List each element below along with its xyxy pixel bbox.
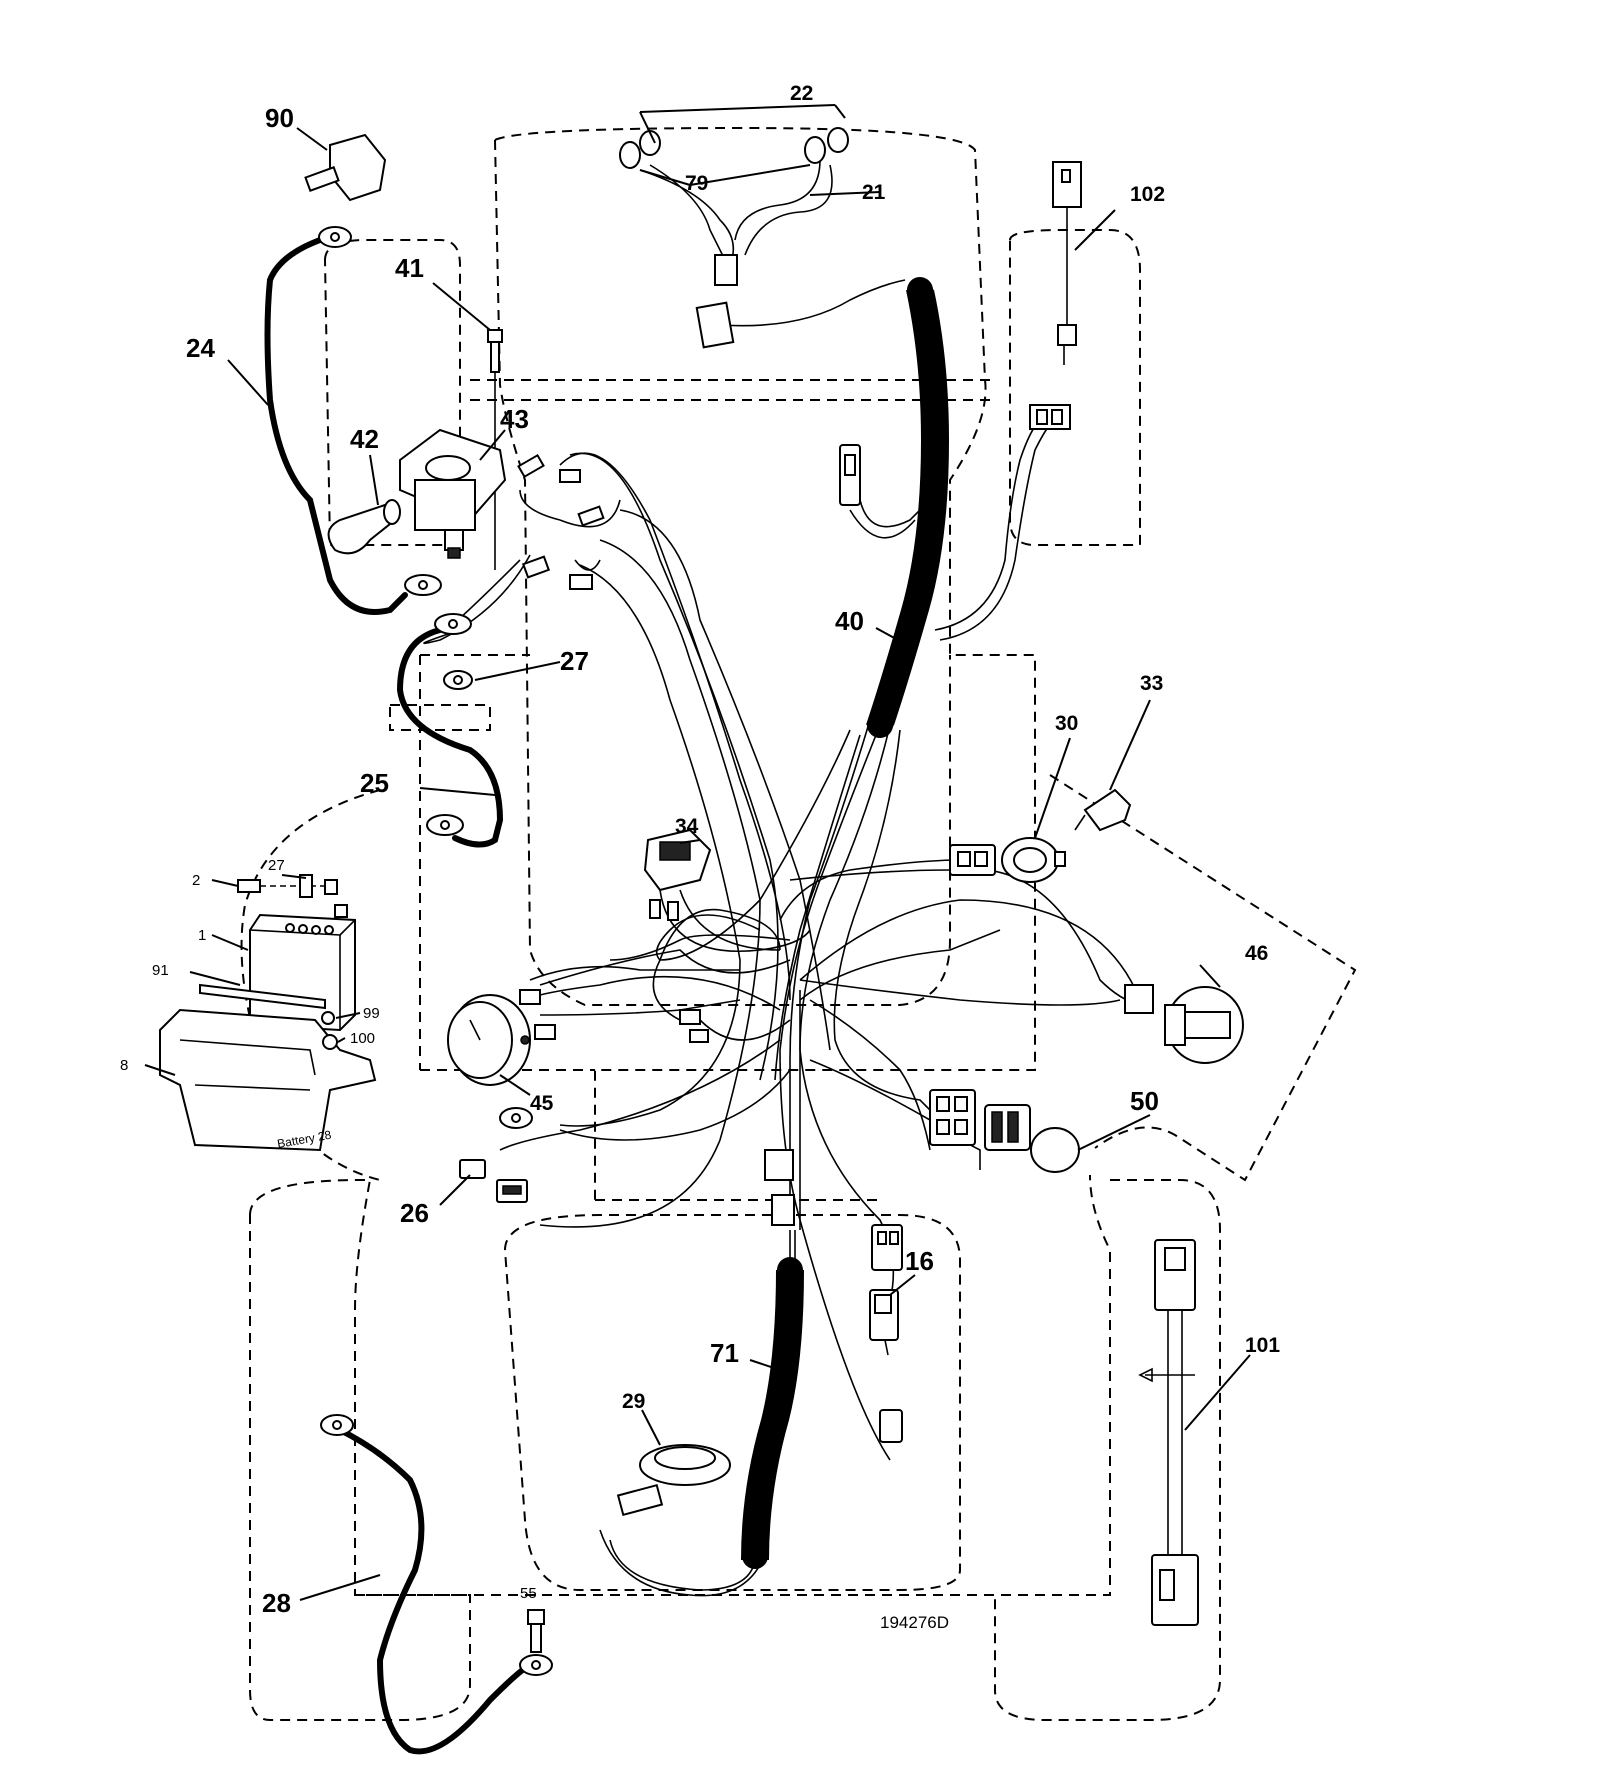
part-34-switch xyxy=(643,828,712,921)
callout-21: 21 xyxy=(862,181,886,204)
part-101-harness xyxy=(1138,1239,1199,1626)
callout-34: 34 xyxy=(675,815,699,838)
callout-labels: 90 24 41 42 43 27 25 22 79 21 102 40 30 … xyxy=(120,82,1280,1632)
callout-101: 101 xyxy=(1245,1334,1280,1357)
callout-28: 28 xyxy=(262,1588,291,1618)
part-33-key xyxy=(1074,788,1132,832)
callout-29: 29 xyxy=(622,1390,645,1413)
callout-1: 1 xyxy=(198,927,206,944)
callout-43: 43 xyxy=(500,404,529,434)
cable-28 xyxy=(337,1427,533,1755)
callout-41: 41 xyxy=(395,253,424,283)
callout-79: 79 xyxy=(685,172,708,195)
part-27-nut-battery xyxy=(299,874,313,898)
part-45-gauge xyxy=(447,994,531,1086)
conduit-71 xyxy=(599,1230,804,1597)
tractor-outline xyxy=(240,126,1357,1721)
headlight-assembly xyxy=(619,127,849,349)
drawing-number: 194276D xyxy=(880,1613,949,1632)
part-55-bolt xyxy=(527,1609,545,1653)
callout-2: 2 xyxy=(192,872,200,889)
part-29-alarm xyxy=(616,1444,731,1517)
connectors-lower-middle xyxy=(764,1149,903,1443)
callout-50: 50 xyxy=(1130,1086,1159,1116)
callout-27-upper: 27 xyxy=(560,646,589,676)
callout-71: 71 xyxy=(710,1338,739,1368)
callout-42: 42 xyxy=(350,424,379,454)
part-2-bolt xyxy=(237,879,261,893)
callout-40: 40 xyxy=(835,606,864,636)
part-99-screw xyxy=(321,1011,335,1025)
part-90-connector xyxy=(304,133,387,202)
callout-30: 30 xyxy=(1055,712,1078,735)
harness-wires xyxy=(423,159,1141,1461)
part-102-connector xyxy=(1052,161,1082,365)
part-8-tray xyxy=(159,1008,377,1152)
part-46-hour-meter xyxy=(1124,984,1244,1064)
part-43-solenoid xyxy=(399,428,507,559)
connector-8pin xyxy=(929,1089,976,1146)
callout-99: 99 xyxy=(363,1005,380,1022)
callout-91: 91 xyxy=(152,962,169,979)
cable-25 xyxy=(396,627,504,848)
callout-26: 26 xyxy=(400,1198,429,1228)
battery-cables xyxy=(264,237,533,1755)
battery-assembly xyxy=(159,874,377,1152)
part-30-ignition-switch xyxy=(1001,837,1066,883)
callout-90: 90 xyxy=(265,103,294,133)
callout-24: 24 xyxy=(186,333,215,363)
callout-102: 102 xyxy=(1130,183,1165,206)
part-50-pto-switch xyxy=(984,1104,1080,1173)
callout-33: 33 xyxy=(1140,672,1163,695)
part-27-nut xyxy=(443,670,473,690)
callout-46: 46 xyxy=(1245,942,1268,965)
callout-100: 100 xyxy=(350,1030,375,1047)
part-26-fuse xyxy=(459,1159,528,1203)
part-100-washer xyxy=(322,1034,338,1050)
callout-45: 45 xyxy=(530,1092,554,1115)
callout-27-battery: 27 xyxy=(268,857,285,874)
callout-22: 22 xyxy=(790,82,813,105)
connector-near-ignition xyxy=(949,844,996,876)
connector-right-top xyxy=(1029,404,1071,430)
connector-mid xyxy=(839,444,861,506)
callout-25: 25 xyxy=(360,768,389,798)
part-42-boot xyxy=(327,499,401,555)
callout-8: 8 xyxy=(120,1057,128,1074)
cable-24 xyxy=(264,237,408,615)
part-91-strap xyxy=(199,983,326,1010)
ring-terminals xyxy=(318,226,553,1676)
callout-16: 16 xyxy=(905,1246,934,1276)
spade-connectors xyxy=(517,453,709,1043)
conduit-40 xyxy=(866,277,950,738)
leader-lines xyxy=(144,104,1251,1601)
callout-55: 55 xyxy=(520,1585,537,1602)
